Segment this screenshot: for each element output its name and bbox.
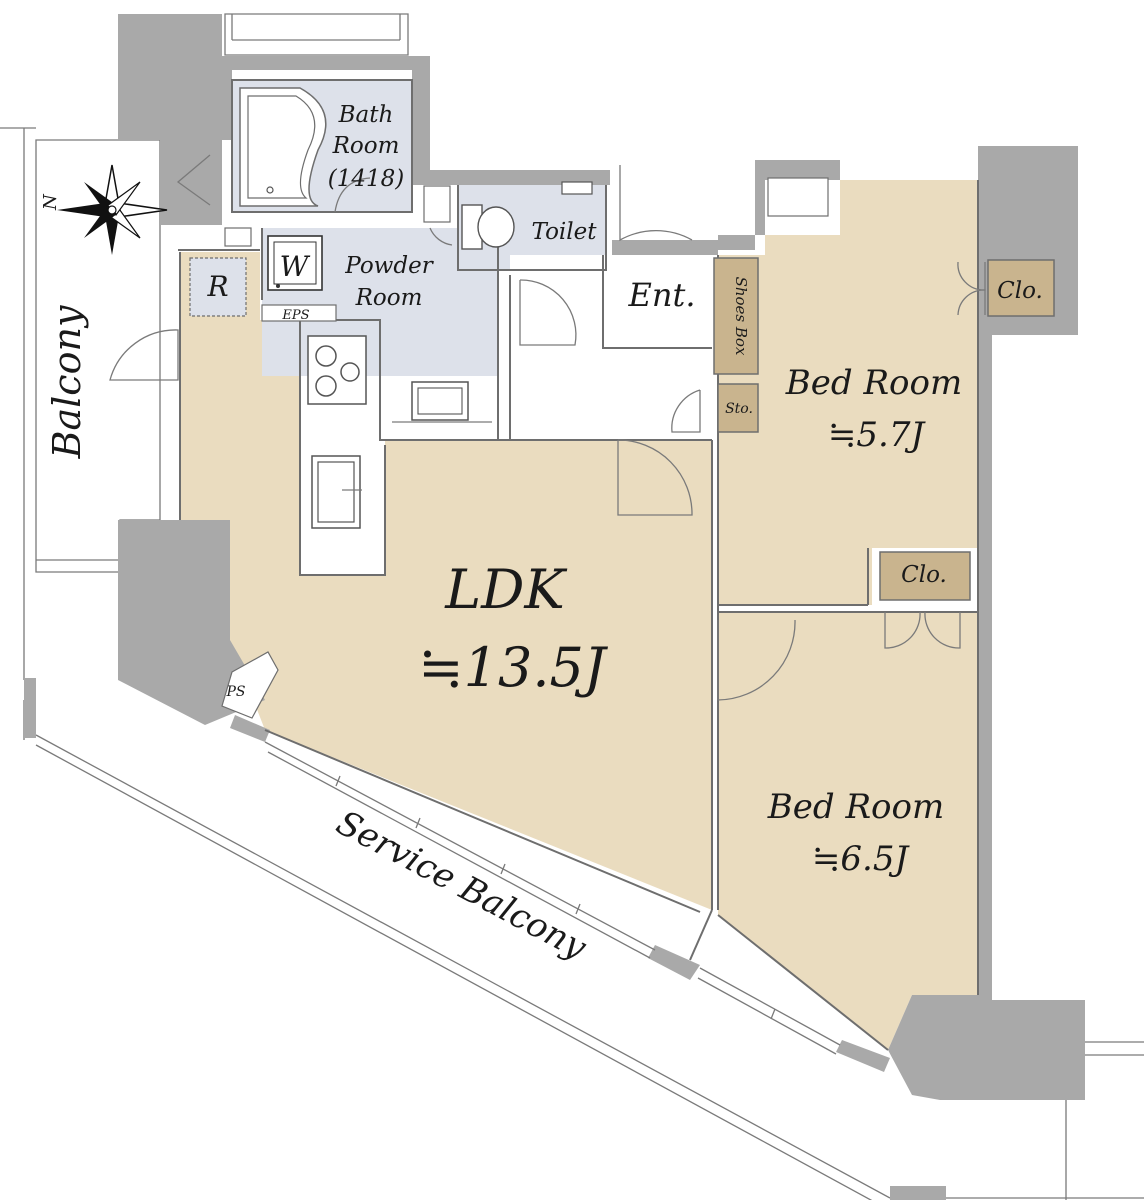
sink-icon [311, 381, 492, 529]
ldk-size: ≒13.5J [418, 636, 608, 699]
shoes-box-label: Shoes Box [732, 277, 750, 356]
windows [264, 741, 841, 1055]
eps-label: EPS [281, 308, 309, 323]
service-balcony-area [23, 678, 1144, 1200]
toilet-label: Toilet [532, 219, 598, 245]
ldk-name: LDK [444, 558, 567, 621]
bedroom-1-size: ≒5.7J [828, 415, 927, 455]
compass-icon [57, 164, 168, 255]
storage-blocks [189, 177, 1055, 719]
bath-label-1: Bath [338, 102, 394, 128]
closet-1-label: Clo. [997, 278, 1043, 304]
stove-icon [307, 335, 367, 405]
bedroom-1-name: Bed Room [785, 363, 962, 403]
washer-icon [267, 235, 323, 291]
storage-label: Sto. [725, 401, 753, 417]
compass-north-label: N [40, 193, 61, 211]
bath-label-2: Room [332, 133, 400, 159]
bath-label-3: (1418) [328, 166, 404, 192]
door-swing-icon [109, 154, 986, 701]
bedroom-2-name: Bed Room [767, 787, 944, 827]
top-ledge [224, 13, 409, 56]
ps-label: PS [225, 684, 245, 700]
interior-walls [178, 79, 979, 1051]
toilet-icon [461, 181, 593, 250]
walls [118, 14, 1085, 1100]
closet-2-label: Clo. [901, 562, 947, 588]
entrance-label: Ent. [628, 276, 696, 314]
washer-label: W [280, 250, 311, 283]
powder-label-2: Room [355, 285, 423, 311]
bedroom-2-size: ≒6.5J [812, 839, 911, 879]
fridge-label: R [206, 270, 228, 303]
powder-label-1: Powder [344, 253, 434, 279]
bathtub-icon [239, 87, 371, 213]
balcony-label: Balcony [45, 305, 89, 459]
